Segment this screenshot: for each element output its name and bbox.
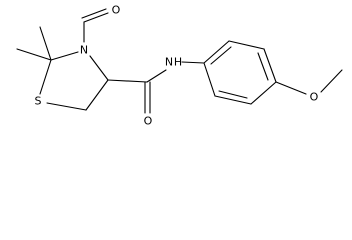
- bond-formyl-co-b: [81, 8, 107, 19]
- molecule-structure: O N S N H O O: [16, 4, 343, 128]
- bond-s1-c2: [39, 59, 52, 95]
- atom-label-formyl-oxygen: O: [112, 4, 121, 17]
- bond-ar-3-4: [263, 48, 277, 83]
- bond-methoxy-o-c: [320, 69, 343, 93]
- bond-amide-c-n: [146, 69, 167, 83]
- bond-ar-methoxy-o: [275, 81, 307, 95]
- bond-c4-c5: [85, 79, 109, 111]
- bond-ar-1-2: [203, 40, 230, 64]
- bond-ar-6-1: [203, 62, 216, 97]
- methoxy-group: [275, 69, 343, 95]
- bond-ar-2-3: [228, 40, 265, 50]
- atom-label-amide-hydrogen: H: [174, 56, 182, 69]
- carboxamide-group: [107, 61, 205, 114]
- atom-label-ring-sulfur: S: [35, 95, 42, 108]
- bond-n3-c4: [89, 55, 109, 81]
- gem-dimethyl: [16, 26, 52, 61]
- benzene-ring: [203, 40, 277, 105]
- bond-ar-inner-b: [257, 52, 269, 81]
- atom-label-methoxy-oxygen: O: [310, 91, 319, 104]
- bond-ar-inner-c: [218, 90, 248, 99]
- bond-c2-n3: [50, 51, 79, 61]
- bond-amide-n-aryl: [181, 61, 205, 64]
- bond-formyl-co-a: [83, 12, 109, 23]
- bond-methyl-a: [39, 26, 52, 61]
- bond-ar-inner-a: [210, 46, 232, 65]
- bond-c4-amide-c: [107, 79, 148, 83]
- bond-methyl-b: [16, 48, 52, 61]
- bond-ar-4-5: [250, 81, 277, 105]
- formyl-group: [81, 8, 109, 43]
- atom-label-amide-nitrogen: N: [165, 56, 173, 69]
- thiazolidine-ring: [39, 51, 109, 111]
- atom-label-amide-oxygen: O: [144, 115, 153, 128]
- atom-label-ring-nitrogen: N: [80, 44, 88, 57]
- bond-ar-5-6: [214, 95, 252, 105]
- bond-c5-s1: [46, 102, 87, 111]
